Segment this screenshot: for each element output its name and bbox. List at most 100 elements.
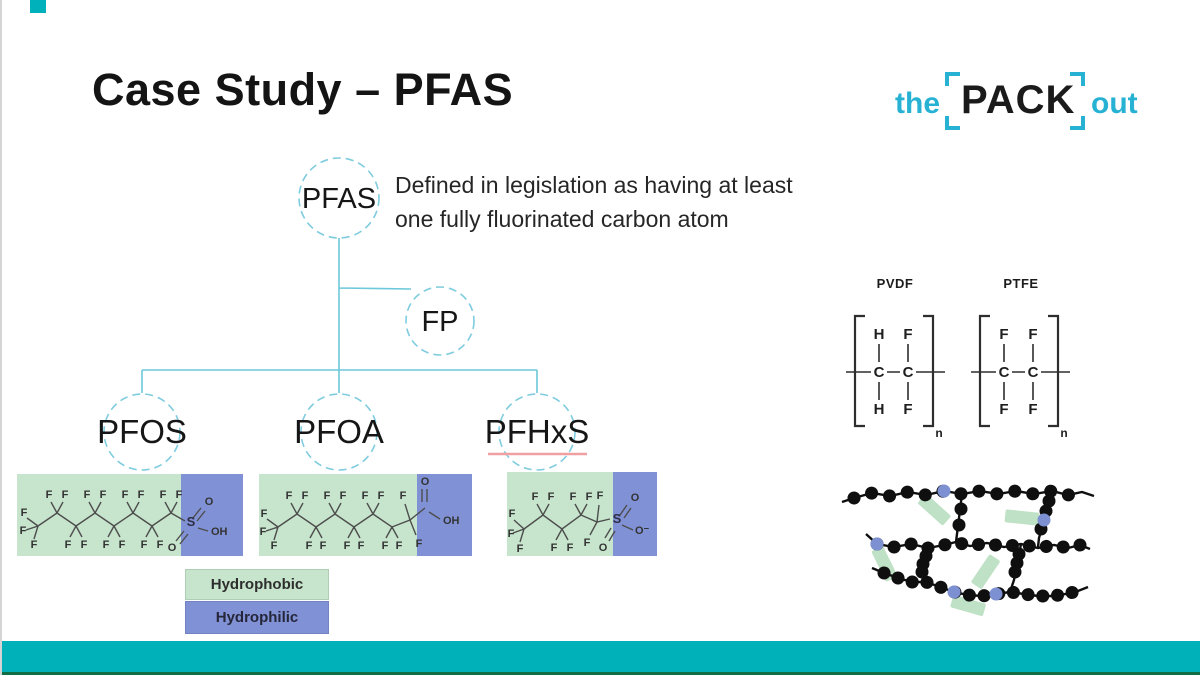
atom-label-oh: OH: [211, 526, 228, 538]
atom-label-h: H: [874, 401, 885, 418]
subscript-n: n: [1060, 426, 1067, 440]
blue-linker-bead: [870, 537, 884, 551]
atom-label-f: F: [65, 539, 72, 551]
tree-connectors: [141, 238, 538, 393]
atom-label-f: F: [138, 489, 145, 501]
atom-label-f: F: [84, 489, 91, 501]
atom-label-f: F: [362, 490, 369, 502]
bead-row: [847, 484, 1089, 505]
atom-label-f: F: [141, 539, 148, 551]
atom-label-f: F: [320, 540, 327, 552]
atom-label-f: F: [509, 508, 516, 520]
atom-label-f: F: [62, 489, 69, 501]
atom-label-f: F: [597, 490, 604, 502]
atom-label-f: F: [176, 489, 183, 501]
atom-label-f: F: [324, 490, 331, 502]
atom-label-f: F: [286, 490, 293, 502]
atom-label-f: F: [344, 540, 351, 552]
side-chain-green-blocks: [871, 494, 1040, 616]
node-label-fp: FP: [421, 306, 458, 338]
pfos-hydrophilic-region: [181, 474, 243, 556]
atom-label-f: F: [358, 540, 365, 552]
side-chain: [950, 595, 986, 616]
atom-label-f: F: [103, 539, 110, 551]
atom-label-f: F: [119, 539, 126, 551]
legend-hydrophobic: Hydrophobic: [185, 569, 329, 600]
logo-pack: PACK: [961, 78, 1076, 122]
atom-label-h: H: [874, 326, 885, 343]
bead: [952, 518, 966, 532]
page-title: Case Study – PFAS: [92, 64, 514, 115]
atom-label-f: F: [302, 490, 309, 502]
atom-label-f: F: [400, 490, 407, 502]
atom-label-o: O: [631, 492, 640, 504]
linker-beads: [870, 484, 1051, 601]
atom-label-f: F: [46, 489, 53, 501]
pvdf-brackets: [853, 314, 935, 428]
legend-hydrophilic: Hydrophilic: [185, 601, 329, 634]
backbone-beads: [847, 484, 1089, 603]
ptfe-structure: C C F F F F n: [971, 314, 1070, 440]
blue-linker-bead: [989, 587, 1003, 601]
atom-label-f: F: [551, 542, 558, 554]
node-circle-pfas: [298, 157, 380, 239]
atom-label-s: S: [613, 511, 622, 526]
pfoa-hydrophobic-region: [259, 474, 417, 556]
atom-label-f: F: [157, 539, 164, 551]
atom-label-f: F: [396, 540, 403, 552]
atom-label-f: F: [100, 489, 107, 501]
node-label-pfhxs: PFHxS: [485, 413, 590, 450]
pfas-tree-diagram: PFAS FP PFOS PFOA PFHxS: [97, 157, 590, 471]
ptfe-bonds: [971, 344, 1070, 400]
atom-label-f: F: [382, 540, 389, 552]
definition-line1: Defined in legislation as having at leas…: [395, 172, 793, 198]
bead: [954, 502, 968, 516]
atom-label-f: F: [532, 491, 539, 503]
legend-hydrophobic-label: Hydrophobic: [210, 576, 304, 593]
bead: [915, 565, 929, 579]
definition-line2: one fully fluorinated carbon atom: [395, 206, 729, 232]
thepackout-logo: the PACK out: [895, 72, 1165, 130]
atom-label-f: F: [416, 538, 423, 550]
atom-label-f: F: [271, 540, 278, 552]
bead-row: [877, 566, 1085, 603]
atom-label-f: F: [378, 490, 385, 502]
atom-label-o-minus: O⁻: [635, 525, 650, 537]
atom-label-o: O: [205, 496, 214, 508]
bead: [1042, 494, 1056, 508]
atom-label-f: F: [306, 540, 313, 552]
bottom-accent-bar: [2, 641, 1200, 672]
atom-label-f: F: [21, 507, 28, 519]
side-chain: [1004, 509, 1040, 526]
logo-out: out: [1091, 87, 1138, 120]
teal-corner-chip: [30, 0, 46, 13]
pfos-bonds: [25, 501, 209, 545]
atom-label-f: F: [122, 489, 129, 501]
side-chain: [918, 494, 951, 526]
atom-label-f: F: [1028, 326, 1037, 343]
side-chain: [871, 546, 898, 582]
pfoa-bonds: [265, 489, 441, 541]
pfhxs-structure: F F F F F F F F F F F S O O O⁻: [507, 472, 657, 556]
pfas-definition: Defined in legislation as having at leas…: [395, 168, 885, 236]
node-label-pfos: PFOS: [97, 413, 187, 450]
pvdf-structure: C C H F H F n: [846, 314, 945, 440]
bead-row: [870, 535, 1087, 555]
ptfe-label: PTFE: [1003, 276, 1039, 291]
node-circle-fp: [405, 286, 475, 356]
bead: [1008, 565, 1022, 579]
atom-label-f: F: [548, 491, 555, 503]
atom-label-f: F: [584, 537, 591, 549]
polymer-network-diagram: [841, 484, 1095, 616]
atom-label-f: F: [517, 543, 524, 555]
atom-label-o: O: [168, 542, 177, 554]
atom-label-s: S: [187, 514, 196, 529]
node-label-pfoa: PFOA: [294, 413, 384, 450]
atom-label-f: F: [567, 542, 574, 554]
pfoa-hydrophilic-region: [417, 474, 472, 556]
atom-label-f: F: [586, 491, 593, 503]
atom-label-oh: OH: [443, 515, 460, 527]
atom-label-f: F: [999, 326, 1008, 343]
atom-label-f: F: [570, 491, 577, 503]
atom-label-f: F: [31, 539, 38, 551]
